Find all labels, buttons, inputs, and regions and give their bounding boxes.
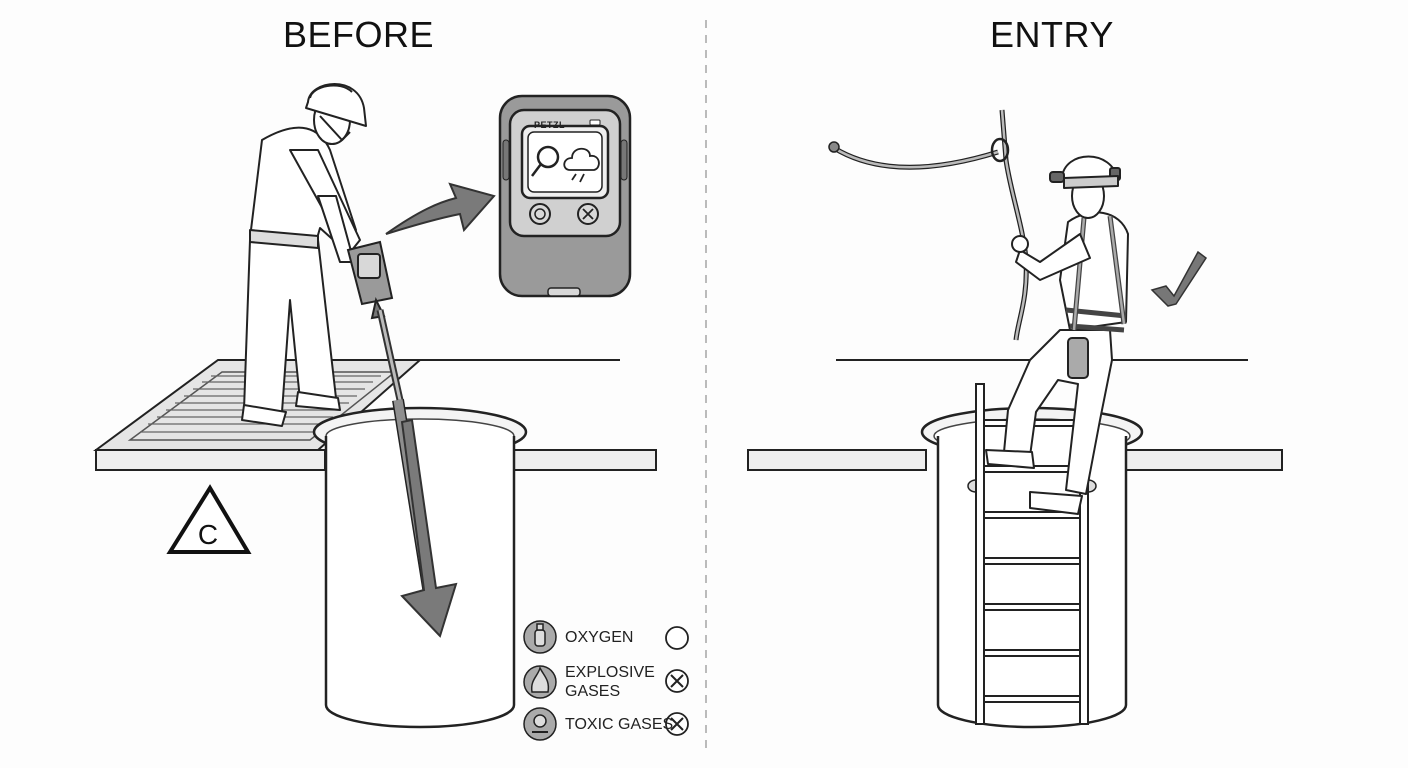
toxic-status-x-icon [665, 712, 689, 736]
zoom-arrow [385, 182, 496, 235]
before-panel: PETZL C [92, 83, 689, 741]
ground-slab-left [95, 449, 326, 471]
gas-cloud-icon [563, 147, 600, 183]
manhole-shaft-left [312, 406, 528, 729]
legend-label-explosive-gases: EXPLOSIVE GASES [565, 664, 655, 700]
detector-brand: PETZL [534, 120, 565, 130]
checkmark-icon [1150, 250, 1208, 307]
detector-search-button [529, 203, 551, 225]
warning-triangle-icon: C [166, 484, 252, 554]
warning-letter: C [198, 519, 218, 550]
legend-label-toxic-gases: TOXIC GASES [565, 716, 674, 733]
panel-title-entry: ENTRY [990, 14, 1114, 55]
oxygen-status-circle-icon [665, 626, 689, 650]
entry-panel [747, 109, 1283, 729]
lifeline-rope [828, 109, 1029, 341]
legend-label-oxygen: OXYGEN [565, 629, 634, 646]
gas-detector-zoomed: PETZL [498, 94, 632, 298]
worker-in-harness [985, 155, 1129, 515]
down-arrow [400, 418, 458, 638]
panel-title-before: BEFORE [283, 14, 435, 55]
worker-with-probe [241, 83, 367, 427]
explosive-status-x-icon [665, 669, 689, 693]
legend-icons [523, 620, 689, 741]
magnifier-icon [531, 145, 560, 177]
